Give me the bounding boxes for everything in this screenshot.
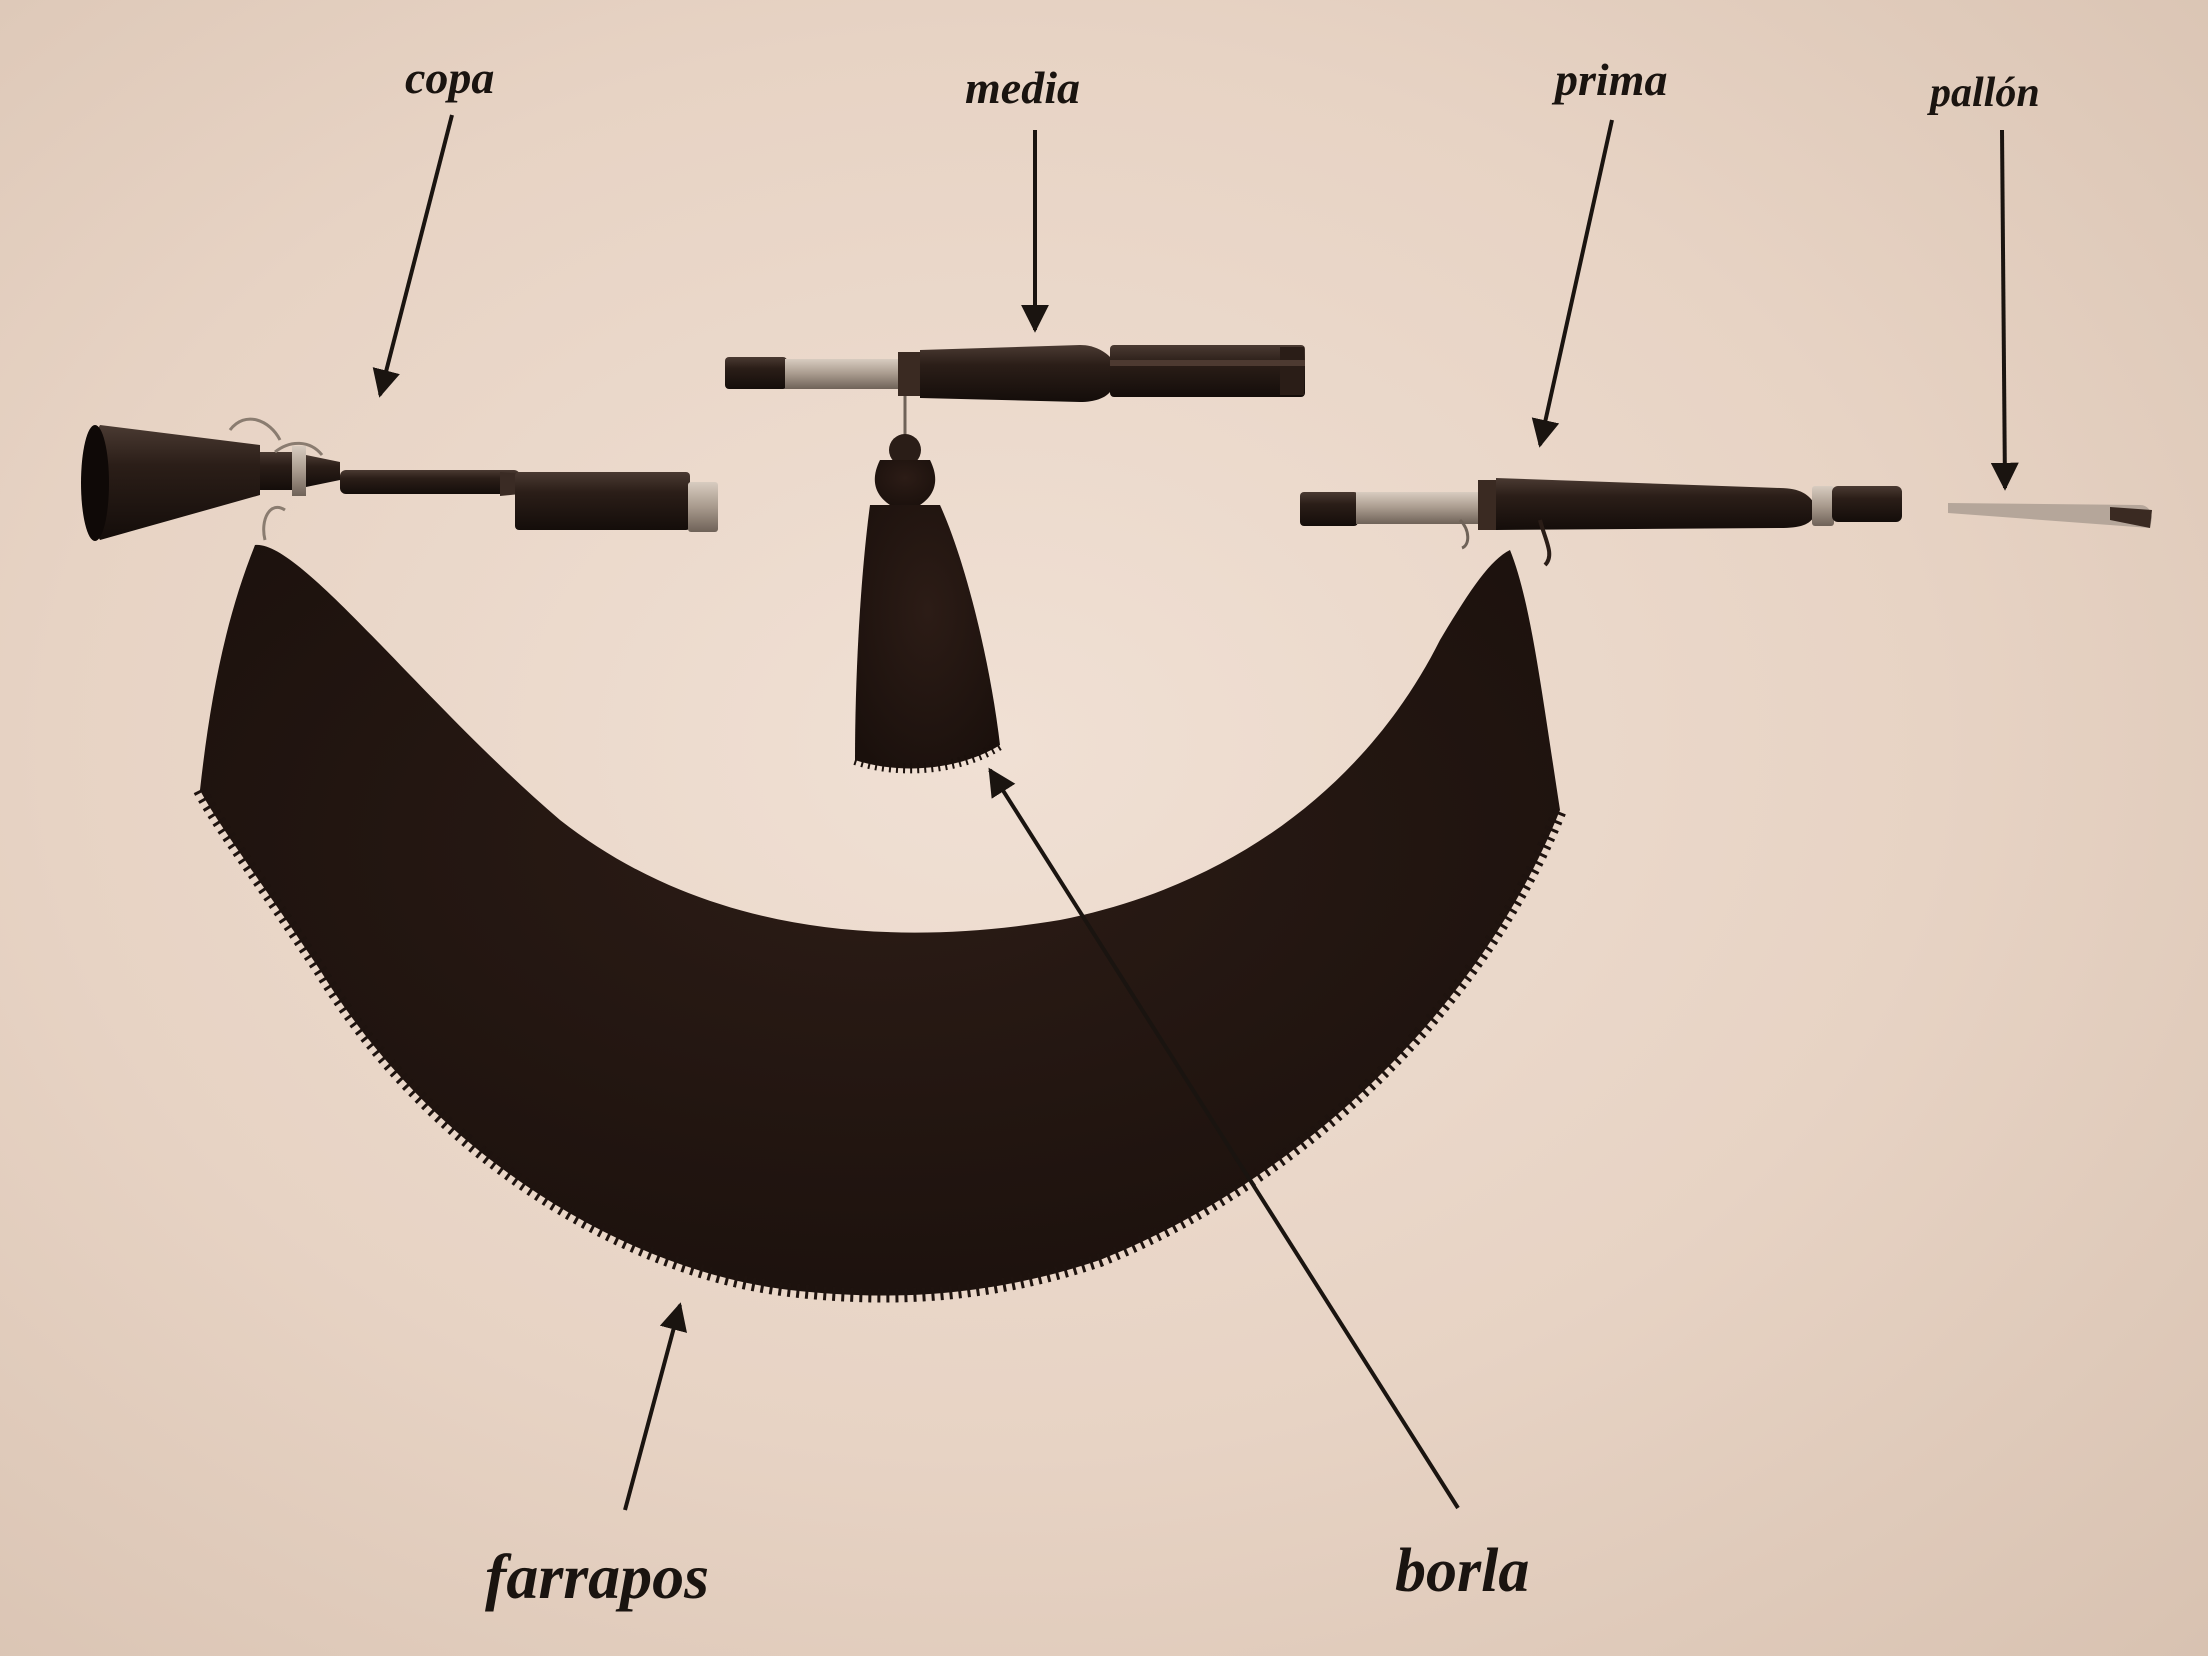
- label-borla: borla: [1395, 1537, 1530, 1605]
- arrow-farrapos: [623, 1302, 687, 1511]
- label-farrapos: farrapos: [485, 1541, 710, 1612]
- arrow-pallon: [1990, 129, 2019, 491]
- arrow-borla: [988, 767, 1460, 1510]
- arrows: [372, 114, 2019, 1511]
- label-copa: copa: [405, 52, 495, 103]
- pallon-reed: [1948, 503, 2152, 528]
- farrapos-fringe: [193, 544, 1567, 1303]
- arrow-prima: [1531, 119, 1614, 448]
- label-prima: prima: [1555, 54, 1668, 105]
- label-media: media: [965, 62, 1080, 113]
- prima-drone: [1300, 478, 1902, 567]
- label-pallon: pallón: [1930, 70, 2040, 116]
- borla-tassel: [853, 434, 1003, 774]
- copa-drone: [81, 417, 718, 541]
- media-drone: [725, 345, 1305, 440]
- arrow-copa: [372, 114, 454, 398]
